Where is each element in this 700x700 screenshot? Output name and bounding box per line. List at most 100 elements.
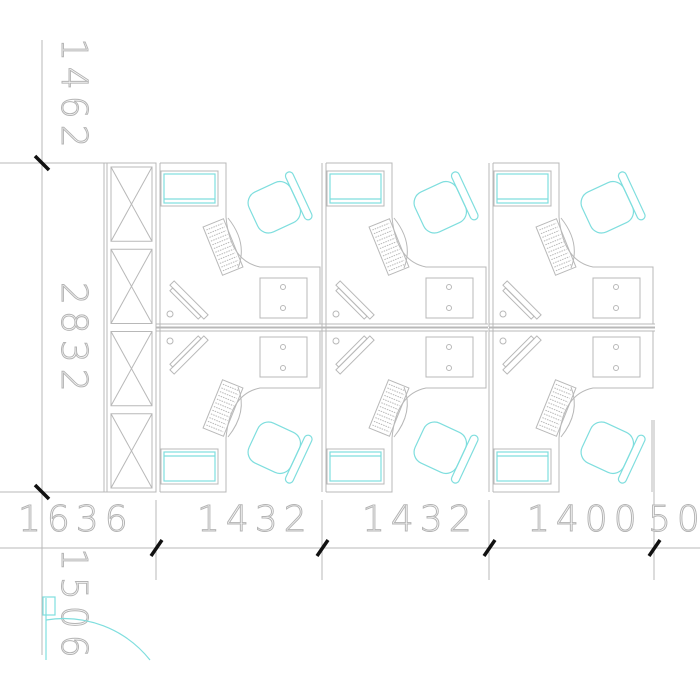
- storage-cabinet: [110, 413, 153, 489]
- dimension-tick: [149, 539, 164, 557]
- dimension-label-1462: 1462: [53, 38, 94, 154]
- keyboard: [535, 218, 577, 276]
- cabinet-door: [110, 166, 153, 242]
- monitor-body: [335, 335, 375, 375]
- keyboard-keys: [540, 420, 558, 429]
- desk-accessory: [332, 337, 340, 345]
- dimension-label-1506: 1506: [53, 548, 94, 664]
- mouse-pad-arc: [227, 217, 242, 269]
- drawer-handle: [613, 365, 619, 371]
- desk-accessory: [332, 310, 340, 318]
- monitor-frame: [493, 448, 552, 485]
- dimension-tick: [647, 539, 662, 557]
- keyboard-outline: [535, 379, 577, 437]
- mouse-pad-arc: [227, 386, 242, 438]
- monitor-body: [502, 280, 542, 320]
- workstation-grid: [155, 162, 655, 493]
- workstation: [321, 327, 488, 493]
- chair-seat: [247, 421, 302, 475]
- keyboard-keys: [215, 402, 233, 410]
- keyboard-keys: [216, 248, 234, 257]
- monitor-screen: [496, 173, 549, 204]
- workstation: [488, 327, 655, 493]
- keyboard: [202, 218, 244, 276]
- keyboard-keys: [206, 424, 224, 433]
- dimension-label-2832: 2832: [53, 282, 94, 398]
- mouse-pad-arc: [393, 386, 408, 438]
- desk-monitor: [169, 335, 209, 375]
- monitor-frame: [493, 170, 552, 207]
- keyboard-outline: [368, 379, 410, 437]
- office-chair: [413, 171, 479, 234]
- keyboard-outline: [202, 379, 244, 437]
- keyboard-keys: [206, 222, 224, 231]
- drawer-handle: [613, 284, 619, 290]
- monitor-screen: [329, 451, 382, 482]
- mouse-pad-arc: [560, 217, 575, 269]
- monitor-stand: [335, 335, 368, 368]
- drawer-unit: [592, 336, 641, 378]
- keyboard-keys: [388, 263, 406, 272]
- door-swing: [42, 596, 151, 661]
- desk-monitor: [335, 280, 375, 320]
- cabinet-cross: [110, 166, 153, 242]
- keyboard-keys: [207, 420, 225, 429]
- drawer-handle: [280, 365, 286, 371]
- keyboard: [535, 379, 577, 437]
- monitor-stand: [335, 287, 368, 320]
- keyboard-keys: [218, 252, 236, 261]
- monitor-body: [169, 335, 209, 375]
- keyboard: [368, 379, 410, 437]
- chair-seat: [413, 421, 468, 475]
- cabinet-door: [110, 413, 153, 489]
- workstation: [155, 327, 322, 493]
- office-chair: [413, 421, 479, 484]
- drawer-handle: [446, 305, 452, 311]
- chair-back: [450, 171, 479, 221]
- drawer-handle: [280, 344, 286, 350]
- keyboard-keys: [555, 263, 573, 272]
- monitor-stand: [169, 335, 202, 368]
- desk-monitor: [502, 280, 542, 320]
- chair-back: [284, 434, 313, 484]
- keyboard-keys: [381, 402, 399, 410]
- dimension-tick: [33, 154, 51, 172]
- drawer-unit: [592, 277, 641, 319]
- dimension-label-1432: 1432: [197, 499, 313, 540]
- door-arc: [45, 617, 151, 661]
- workstation: [488, 162, 655, 328]
- dimension-tick: [482, 539, 497, 557]
- storage-cabinet: [110, 166, 153, 242]
- cabinet-cross: [110, 249, 153, 324]
- chair-seat: [413, 180, 468, 234]
- monitor-body: [169, 280, 209, 320]
- cabinet-cross: [110, 331, 153, 406]
- keyboard-outline: [368, 218, 410, 276]
- dimension-tick: [315, 539, 330, 557]
- office-chair: [247, 421, 313, 484]
- keyboard-keys: [388, 383, 406, 392]
- keyboard-outline: [202, 218, 244, 276]
- monitor-body: [502, 335, 542, 375]
- office-chair: [580, 171, 646, 234]
- monitor-screen: [329, 173, 382, 204]
- dimension-lines: [0, 40, 700, 655]
- cabinet-door: [110, 331, 153, 407]
- storage-cabinet: [110, 331, 153, 407]
- monitor-stand: [502, 287, 535, 320]
- cabinet-cross: [110, 413, 153, 489]
- dimension-label-1432: 1432: [362, 499, 478, 540]
- desk-monitor: [335, 335, 375, 375]
- monitor-frame: [160, 448, 219, 485]
- door-frame: [42, 596, 56, 616]
- monitor-body: [335, 280, 375, 320]
- monitor-stand: [502, 335, 535, 368]
- dimension-label-500: 500: [648, 499, 700, 540]
- desk-accessory: [499, 337, 507, 345]
- drawer-unit: [259, 336, 308, 378]
- storage-cabinet: [110, 248, 153, 324]
- monitor-stand: [169, 287, 202, 320]
- desk-accessory: [166, 310, 174, 318]
- drawer-unit: [259, 277, 308, 319]
